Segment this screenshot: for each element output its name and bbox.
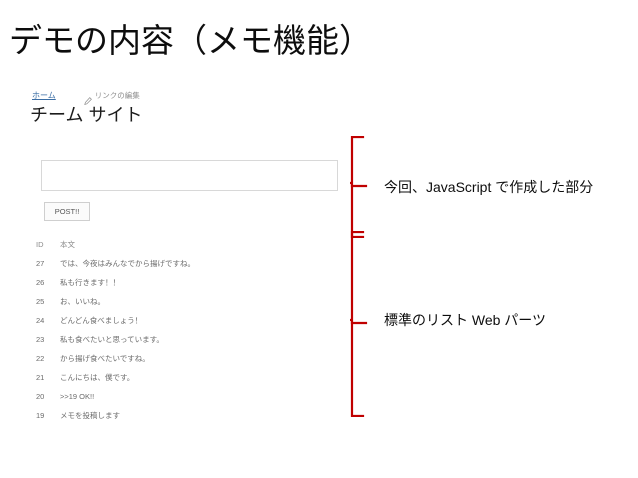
cell-id: 20 bbox=[36, 392, 45, 401]
cell-body: こんにちは、僕です。 bbox=[60, 373, 135, 382]
screenshot-panel: ホーム リンクの編集 チーム サイト POST!! ID 本文 27 では、今夜は… bbox=[0, 80, 360, 420]
cell-id: 19 bbox=[36, 411, 45, 420]
annotation-label-list: 標準のリスト Web パーツ bbox=[384, 312, 547, 328]
column-header-body: 本文 bbox=[60, 240, 75, 249]
table-row[interactable]: 23 私も食べたいと思っています。 bbox=[36, 330, 336, 349]
cell-id: 25 bbox=[36, 297, 45, 306]
cell-id: 21 bbox=[36, 373, 45, 382]
cell-id: 26 bbox=[36, 278, 45, 287]
table-row[interactable]: 19 メモを投稿します bbox=[36, 406, 336, 425]
annotation-label-javascript: 今回、JavaScript で作成した部分 bbox=[384, 179, 594, 195]
edit-links-button[interactable]: リンクの編集 bbox=[84, 91, 140, 105]
table-row[interactable]: 22 から揚げ食べたいですね。 bbox=[36, 349, 336, 368]
memo-input[interactable] bbox=[41, 160, 338, 191]
table-row[interactable]: 27 では、今夜はみんなでから揚げですね。 bbox=[36, 254, 336, 273]
edit-links-label: リンクの編集 bbox=[94, 91, 140, 100]
cell-body: 私も食べたいと思っています。 bbox=[60, 335, 164, 344]
table-row[interactable]: 21 こんにちは、僕です。 bbox=[36, 368, 336, 387]
cell-id: 22 bbox=[36, 354, 45, 363]
cell-body: 私も行きます！！ bbox=[60, 278, 120, 287]
pencil-icon bbox=[84, 92, 92, 105]
table-row[interactable]: 26 私も行きます！！ bbox=[36, 273, 336, 292]
cell-id: 27 bbox=[36, 259, 45, 268]
annotation-brace-list bbox=[349, 231, 379, 417]
cell-body: >>19 OK!! bbox=[60, 392, 95, 401]
cell-body: メモを投稿します bbox=[60, 411, 120, 420]
table-row[interactable]: 20 >>19 OK!! bbox=[36, 387, 336, 406]
cell-body: どんどん食べましょう！ bbox=[60, 316, 143, 325]
memo-list-webpart: ID 本文 27 では、今夜はみんなでから揚げですね。 26 私も行きます！！ 25 お、… bbox=[36, 235, 336, 425]
cell-id: 24 bbox=[36, 316, 45, 325]
cell-body: お、いいね。 bbox=[60, 297, 105, 306]
table-row[interactable]: 25 お、いいね。 bbox=[36, 292, 336, 311]
annotation-brace-javascript bbox=[349, 136, 379, 238]
page-title: デモの内容（メモ機能） bbox=[9, 22, 372, 59]
cell-body: では、今夜はみんなでから揚げですね。 bbox=[60, 259, 195, 268]
cell-body: から揚げ食べたいですね。 bbox=[60, 354, 150, 363]
list-rows-container: 27 では、今夜はみんなでから揚げですね。 26 私も行きます！！ 25 お、いいね。 24… bbox=[36, 254, 336, 425]
post-button[interactable]: POST!! bbox=[44, 202, 90, 221]
breadcrumb: ホーム リンクの編集 bbox=[32, 90, 140, 105]
table-row[interactable]: 24 どんどん食べましょう！ bbox=[36, 311, 336, 330]
column-header-id: ID bbox=[36, 240, 44, 249]
breadcrumb-home-link[interactable]: ホーム bbox=[32, 91, 56, 100]
list-header-row: ID 本文 bbox=[36, 235, 336, 254]
site-title: チーム サイト bbox=[30, 105, 143, 125]
cell-id: 23 bbox=[36, 335, 45, 344]
